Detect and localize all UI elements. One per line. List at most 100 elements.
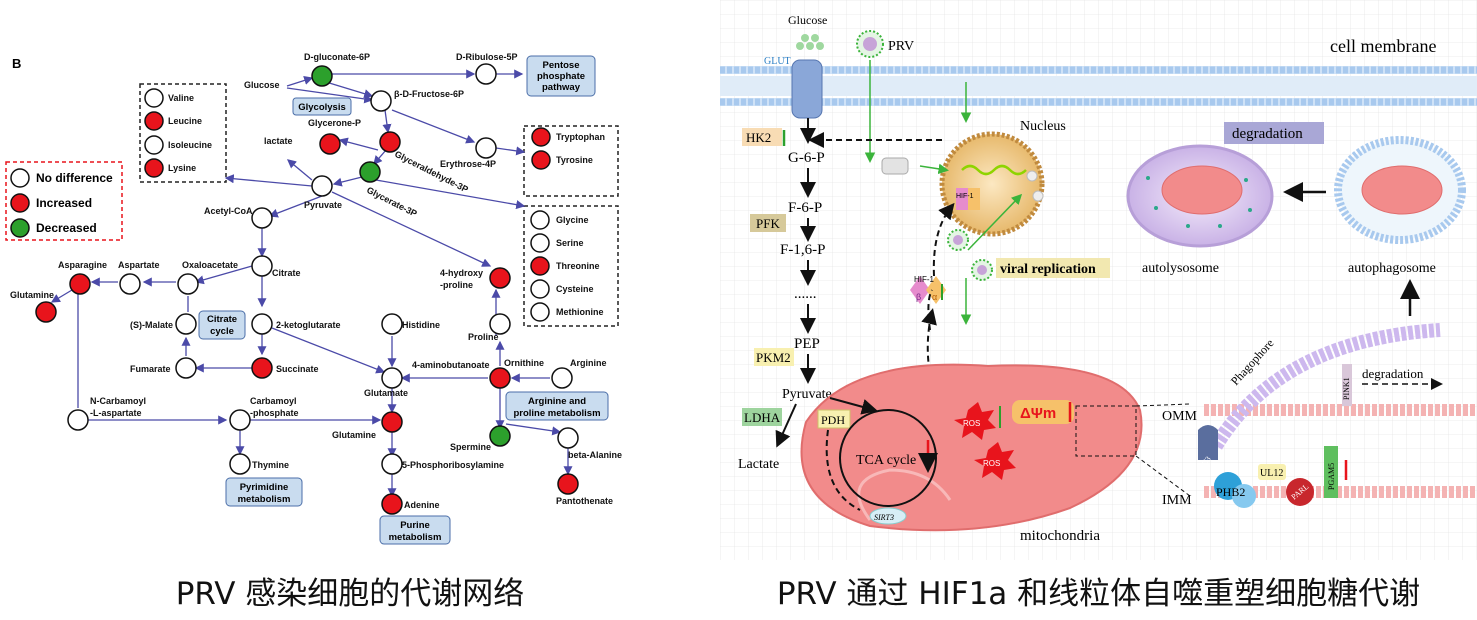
node-leucine	[144, 111, 164, 131]
svg-text:Adenine: Adenine	[404, 500, 440, 510]
legend-marker-increased	[10, 193, 30, 213]
svg-text:ROS: ROS	[983, 459, 1000, 468]
svg-text:Threonine: Threonine	[556, 261, 600, 271]
svg-text:Oxaloacetate: Oxaloacetate	[182, 260, 238, 270]
svg-text:Thymine: Thymine	[252, 460, 289, 470]
glut-transporter-icon	[791, 59, 823, 119]
node-d-gluconate-6p	[311, 65, 333, 87]
node-threonine	[530, 256, 550, 276]
svg-text:Citrate: Citrate	[207, 314, 237, 325]
svg-text:phosphate: phosphate	[537, 71, 585, 82]
svg-text:β: β	[916, 292, 921, 302]
legend: No difference Increased Decreased	[5, 161, 123, 241]
svg-text:Tyrosine: Tyrosine	[556, 155, 593, 165]
aromatic-group	[523, 125, 619, 197]
node-isoleucine	[144, 135, 164, 155]
svg-text:beta-Alanine: beta-Alanine	[568, 450, 622, 460]
svg-text:-phosphate: -phosphate	[250, 408, 299, 418]
caption-left: PRV 感染细胞的代谢网络	[175, 576, 525, 612]
prv-virus-icon	[856, 30, 884, 58]
svg-text:Lysine: Lysine	[168, 163, 196, 173]
svg-text:Asparagine: Asparagine	[58, 260, 107, 270]
ros-burst-icons: ROS ROS	[954, 402, 1016, 480]
svg-text:α: α	[932, 292, 937, 302]
svg-text:SIRT3: SIRT3	[874, 513, 894, 522]
node-ketoglutarate	[251, 313, 273, 335]
node-glutamine	[381, 411, 403, 433]
hif1-complex: HIF-1 β α	[910, 275, 946, 304]
svg-text:Arginine and: Arginine and	[528, 396, 586, 407]
node-valine	[144, 88, 164, 108]
node-methionine	[530, 302, 550, 322]
svg-text:metabolism: metabolism	[238, 494, 291, 505]
svg-text:Tryptophan: Tryptophan	[556, 132, 605, 142]
svg-text:LDHA: LDHA	[744, 410, 781, 425]
svg-text:Methionine: Methionine	[556, 307, 604, 317]
node-thymine	[229, 453, 251, 475]
viral-protein-icon	[881, 157, 909, 175]
zoom-region	[1075, 405, 1137, 457]
svg-text:Cysteine: Cysteine	[556, 284, 594, 294]
svg-text:HK2: HK2	[746, 130, 771, 145]
node-glycerate-3p	[359, 161, 381, 183]
svg-text:Erythrose-4P: Erythrose-4P	[440, 159, 496, 169]
svg-text:lactate: lactate	[264, 136, 293, 146]
svg-text:pathway: pathway	[542, 82, 581, 93]
svg-text:(S)-Malate: (S)-Malate	[130, 320, 173, 330]
node-serine	[530, 233, 550, 253]
node-erythrose-4p	[475, 137, 497, 159]
node-histidine	[381, 313, 403, 335]
degradation-right-label: degradation	[1362, 366, 1424, 381]
pink1-bar	[1342, 364, 1352, 406]
svg-text:-L-aspartate: -L-aspartate	[90, 408, 142, 418]
viral-replication-label: viral replication	[1000, 262, 1096, 277]
node-arginine	[551, 367, 573, 389]
svg-text:F-6-P: F-6-P	[788, 200, 822, 216]
node-malate	[175, 313, 197, 335]
svg-text:Ornithine: Ornithine	[504, 358, 544, 368]
svg-text:PINK1: PINK1	[1342, 377, 1351, 400]
node-succinate	[251, 357, 273, 379]
svg-text:Glucose: Glucose	[244, 80, 280, 90]
metabolic-network-panel: B No difference Increased Decreased	[0, 0, 700, 560]
svg-text:PFK: PFK	[756, 216, 780, 231]
node-glycerone-p	[319, 133, 341, 155]
node-d-ribulose-5p	[475, 63, 497, 85]
svg-text:Aspartate: Aspartate	[118, 260, 160, 270]
node-tryptophan	[531, 127, 551, 147]
membrane-potential-label: ΔΨm	[1020, 405, 1056, 422]
autolysosome	[1126, 144, 1274, 248]
svg-text:Pentose: Pentose	[543, 60, 580, 71]
legend-label: Increased	[36, 196, 92, 210]
imm-label: IMM	[1162, 493, 1192, 508]
svg-text:Pyruvate: Pyruvate	[782, 387, 832, 402]
glycolysis-chain: HK2 G-6-P F-6-P PFK F-1,6-P ...... PEP P…	[738, 118, 832, 472]
node-acetyl-coa	[251, 207, 273, 229]
svg-text:Pyrimidine: Pyrimidine	[240, 482, 289, 493]
legend-label: Decreased	[36, 221, 97, 235]
svg-text:F-1,6-P: F-1,6-P	[780, 242, 825, 258]
svg-text:HIF-1: HIF-1	[956, 193, 974, 200]
node-hydroxyproline	[489, 267, 511, 289]
pgam5-label: PGAM5	[1327, 463, 1336, 490]
svg-text:Carbamoyl: Carbamoyl	[250, 396, 297, 406]
prv-virion-icons	[947, 229, 993, 281]
svg-text:N-Carbamoyl: N-Carbamoyl	[90, 396, 146, 406]
svg-text:Acetyl-CoA: Acetyl-CoA	[204, 206, 253, 216]
node-adenine	[381, 493, 403, 515]
svg-text:PEP: PEP	[794, 336, 820, 352]
svg-text:D-Ribulose-5P: D-Ribulose-5P	[456, 52, 518, 62]
node-lysine	[144, 158, 164, 178]
node-proline	[489, 313, 511, 335]
sirt3-icon	[869, 507, 907, 525]
node-glutamate	[381, 367, 403, 389]
svg-text:4-aminobutanoate: 4-aminobutanoate	[412, 360, 490, 370]
phagophore-membrane	[1210, 323, 1441, 450]
mitophagy-receptors	[1198, 425, 1338, 508]
svg-text:Purine: Purine	[400, 520, 430, 531]
node-oxaloacetate	[177, 273, 199, 295]
svg-text:Isoleucine: Isoleucine	[168, 140, 212, 150]
viral-replication-box	[996, 258, 1110, 278]
svg-text:Pyruvate: Pyruvate	[304, 200, 342, 210]
svg-text:Serine: Serine	[556, 238, 584, 248]
